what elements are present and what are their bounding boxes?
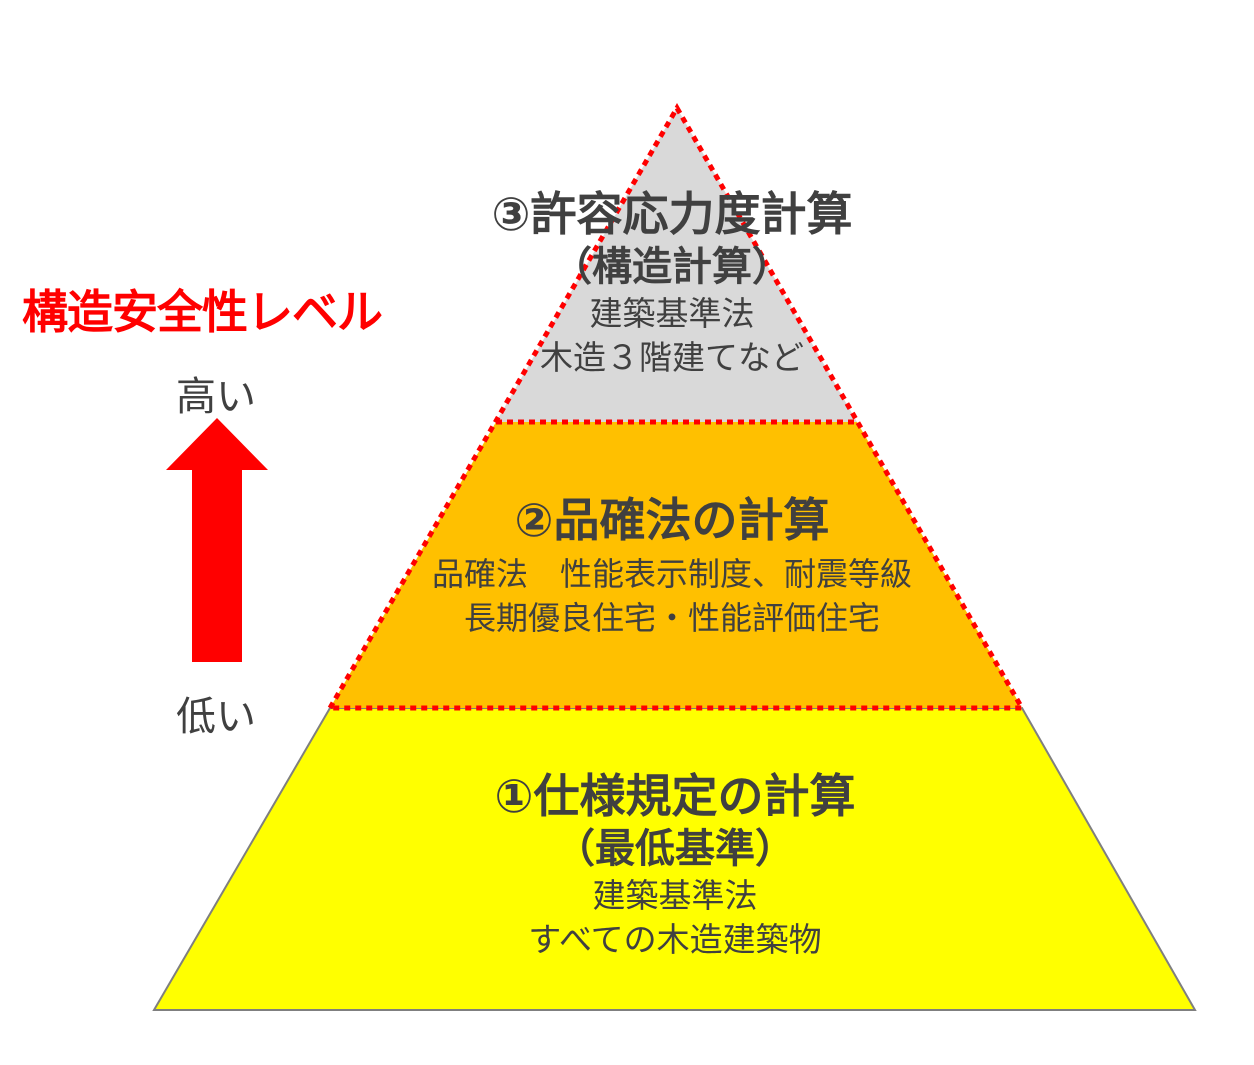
tier-top-note-1: 建築基準法 (589, 294, 755, 333)
level-high-label: 高い (176, 374, 256, 420)
tier-top-title: ③許容応力度計算 (491, 187, 853, 241)
level-low-label: 低い (176, 694, 256, 740)
tier-bottom-title: ①仕様規定の計算 (494, 769, 856, 823)
tier-middle-title: ②品確法の計算 (514, 493, 830, 547)
tier-top-text: ③許容応力度計算 （構造計算） 建築基準法 木造３階建てなど (492, 186, 853, 380)
tier-top-note-2: 木造３階建てなど (539, 338, 804, 377)
tier-middle-note-1: 品確法 性能表示制度、耐震等級 (431, 555, 913, 593)
structural-safety-level-title: 構造安全性レベル (22, 285, 383, 339)
tier-middle-note-2: 長期優良住宅・性能評価住宅 (463, 599, 881, 637)
upper-tiers-dotted-outline (327, 102, 1027, 711)
tier-top-subtitle: （構造計算） (551, 244, 792, 290)
tier-middle-text: ②品確法の計算 品確法 性能表示制度、耐震等級 長期優良住宅・性能評価住宅 (432, 492, 912, 640)
tier-bottom-text: ①仕様規定の計算 （最低基準） 建築基準法 すべての木造建築物 (495, 768, 856, 962)
tier-top-shape (496, 108, 857, 422)
tier-middle-shape (330, 422, 1022, 708)
tier-bottom-subtitle: （最低基準） (554, 826, 795, 872)
tier-bottom-note-1: 建築基準法 (592, 876, 758, 915)
tier-bottom-note-2: すべての木造建築物 (528, 920, 822, 959)
up-arrow-icon (166, 418, 268, 662)
